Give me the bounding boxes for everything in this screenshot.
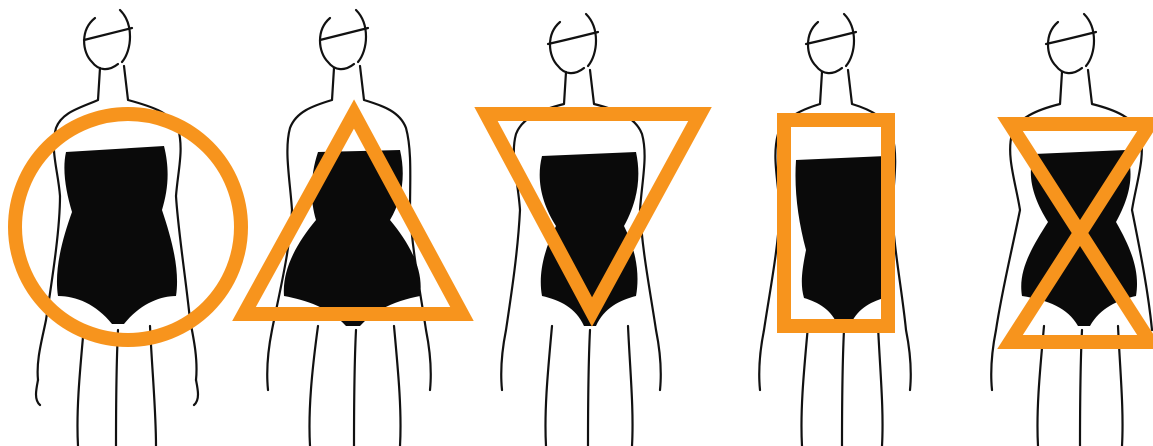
swimsuit: [284, 150, 421, 326]
swimsuit: [795, 156, 888, 326]
figure-round: [15, 10, 241, 446]
figure-triangle: [244, 10, 462, 446]
figure-rectangle: [759, 14, 911, 446]
swimsuit: [57, 146, 177, 324]
figure-hourglass: [991, 14, 1152, 446]
figure-inverted-triangle: [486, 14, 700, 446]
